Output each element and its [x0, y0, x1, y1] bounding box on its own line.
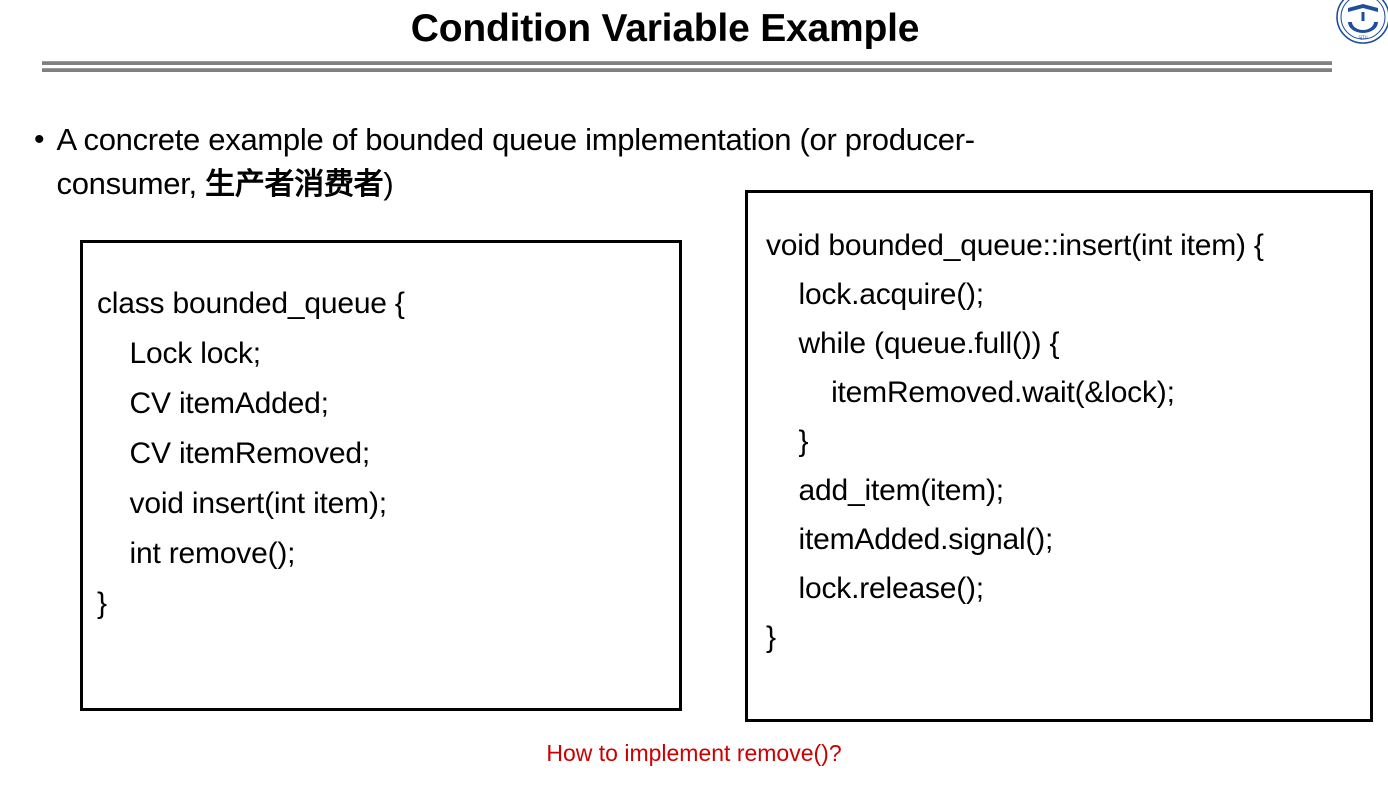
bullet-paragraph: • A concrete example of bounded queue im…	[34, 118, 1354, 207]
code-line: }	[766, 621, 776, 654]
code-line: itemRemoved.wait(&lock);	[766, 376, 1175, 409]
bullet-line-1-text: A concrete example of bounded queue impl…	[56, 122, 976, 157]
university-seal-icon: SJTU	[1334, 0, 1388, 46]
code-line: add_item(item);	[766, 474, 1005, 507]
code-line: lock.acquire();	[766, 278, 985, 311]
code-line: CV itemAdded;	[97, 387, 329, 420]
bullet-line-2-cjk: 生产者消费者	[205, 167, 384, 202]
bullet-line-1: • A concrete example of bounded queue im…	[34, 118, 1354, 162]
bullet-line-2-prefix: consumer,	[56, 166, 206, 201]
code-block-class-declaration: class bounded_queue { Lock lock; CV item…	[80, 240, 682, 711]
title-divider	[42, 61, 1332, 72]
title-divider-line-bottom	[42, 68, 1332, 72]
title-divider-line-top	[42, 61, 1332, 65]
page-title: Condition Variable Example	[410, 7, 920, 50]
question-caption: How to implement remove()?	[546, 740, 842, 766]
bullet-dot-icon: •	[34, 123, 45, 156]
bullet-line-2-text: consumer, 生产者消费者)	[57, 162, 394, 207]
bullet-line-2-suffix: )	[383, 166, 394, 201]
code-line: void insert(int item);	[97, 487, 388, 520]
code-line: int remove();	[97, 537, 296, 570]
code-line: Lock lock;	[97, 337, 262, 370]
bullet-line-2: • consumer, 生产者消费者)	[34, 162, 1354, 207]
code-line: while (queue.full()) {	[766, 327, 1060, 360]
code-line: lock.release();	[766, 572, 985, 605]
code-line: class bounded_queue {	[97, 287, 405, 320]
code-block-insert-implementation: void bounded_queue::insert(int item) { l…	[745, 190, 1373, 722]
code-line: CV itemRemoved;	[97, 437, 371, 470]
code-line: void bounded_queue::insert(int item) {	[766, 229, 1264, 262]
code-line: itemAdded.signal();	[766, 523, 1054, 556]
svg-text:SJTU: SJTU	[1358, 35, 1367, 40]
code-line: }	[766, 425, 809, 458]
code-line: }	[97, 587, 107, 620]
